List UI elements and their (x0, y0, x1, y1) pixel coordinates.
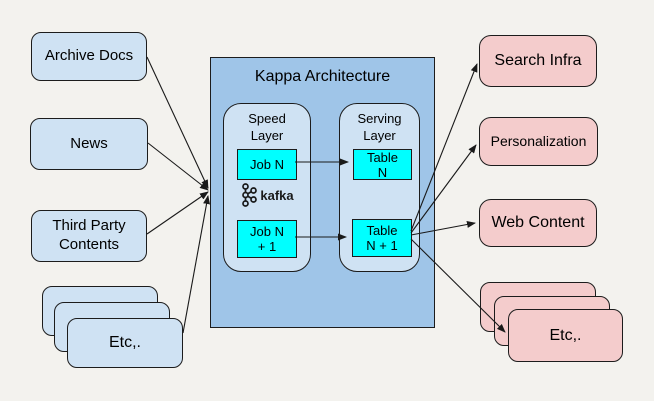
sink-etc: Etc,. (508, 309, 623, 362)
kappa-container: Kappa Architecture Speed Layer Job N (210, 57, 435, 328)
sink-web-content: Web Content (479, 199, 597, 247)
kappa-title: Kappa Architecture (254, 68, 391, 85)
speed-layer-box: Speed Layer Job N kafk (223, 103, 311, 272)
serving-layer-label: Serving Layer (357, 111, 402, 143)
source-news: News (30, 118, 148, 170)
kafka-badge: kafka (224, 183, 310, 207)
sink-personalization: Personalization (479, 117, 598, 166)
serving-layer-box: Serving Layer Table N Table N + 1 (339, 103, 420, 272)
sink-search-infra: Search Infra (479, 35, 597, 87)
source-archive-docs: Archive Docs (31, 32, 147, 81)
source-third-party-contents: Third Party Contents (31, 210, 147, 262)
kafka-label: kafka (260, 187, 294, 203)
job-n-plus-1-box: Job N + 1 (237, 220, 297, 258)
source-etc: Etc,. (67, 318, 183, 368)
job-n-box: Job N (237, 149, 297, 180)
table-n-plus-1-box: Table N + 1 (352, 219, 412, 257)
speed-layer-label: Speed Layer (248, 111, 286, 143)
kafka-icon (242, 183, 258, 207)
table-n-box: Table N (353, 149, 412, 180)
